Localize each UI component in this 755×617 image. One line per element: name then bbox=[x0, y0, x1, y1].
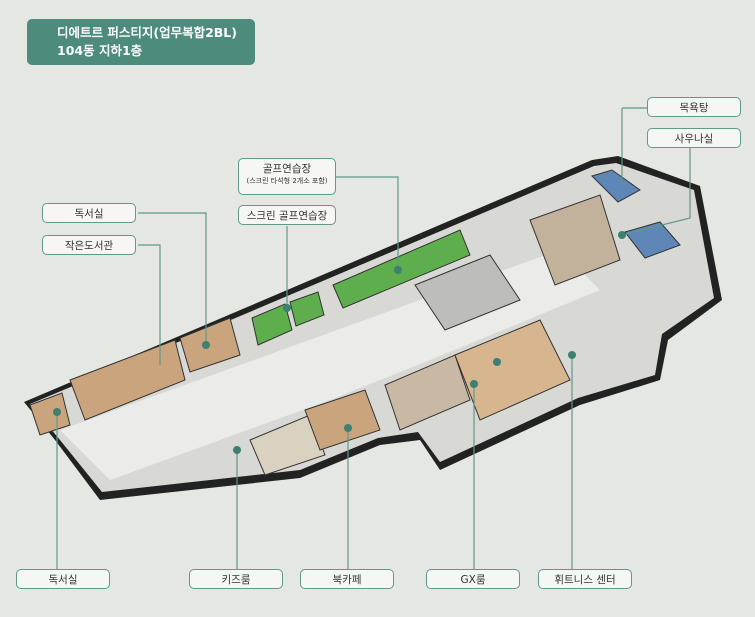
center-core bbox=[414, 254, 521, 331]
label-fitness-center: 휘트니스 센터 bbox=[538, 569, 632, 589]
label-sauna: 사우나실 bbox=[647, 128, 741, 148]
label-golf-sub: (스크린 타석형 2개소 포함) bbox=[246, 177, 328, 185]
locker-area bbox=[529, 194, 621, 286]
bookcafe-room bbox=[304, 389, 381, 451]
label-library: 작은도서관 bbox=[42, 235, 136, 255]
label-bath: 목욕탕 bbox=[647, 97, 741, 117]
label-screen-golf: 스크린 골프연습장 bbox=[238, 205, 336, 225]
gx-room bbox=[384, 354, 471, 431]
building-name: 디에트르 퍼스티지(업무복합2BL) bbox=[57, 25, 237, 40]
floor-title-banner: 디에트르 퍼스티지(업무복합2BL) 104동 지하1층 bbox=[27, 19, 255, 65]
label-golf-title: 골프연습장 bbox=[262, 163, 312, 175]
bath-pool bbox=[591, 169, 641, 203]
leader-lines bbox=[56, 107, 691, 569]
screen-golf bbox=[251, 303, 293, 346]
screen-golf-2 bbox=[289, 291, 325, 327]
label-kids-room: 키즈룸 bbox=[189, 569, 283, 589]
label-reading-room-top: 독서실 bbox=[42, 203, 136, 223]
reading-room-left bbox=[29, 392, 71, 436]
label-book-cafe: 북카페 bbox=[300, 569, 394, 589]
floor-name: 104동 지하1층 bbox=[57, 43, 143, 58]
label-reading-room-bottom: 독서실 bbox=[16, 569, 110, 589]
kids-room bbox=[249, 414, 326, 476]
fitness-room bbox=[454, 319, 571, 421]
marker-dots bbox=[53, 231, 626, 454]
label-gx-room: GX룸 bbox=[426, 569, 520, 589]
label-golf: 골프연습장 (스크린 타석형 2개소 포함) bbox=[238, 158, 336, 195]
library-room bbox=[69, 339, 186, 421]
